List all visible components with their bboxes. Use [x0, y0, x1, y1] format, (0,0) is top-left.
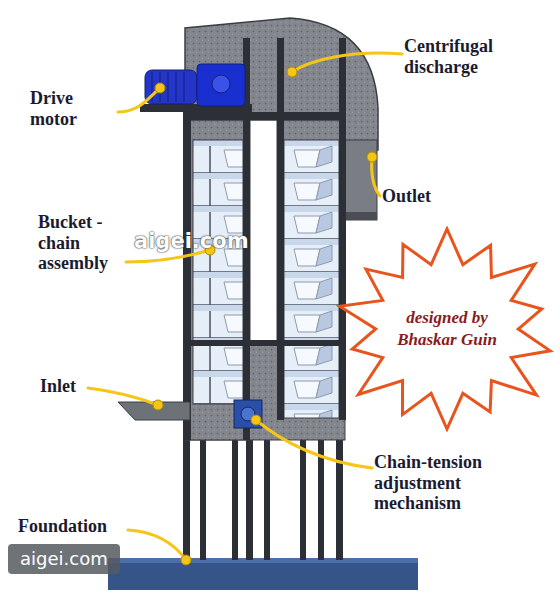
bucket-window — [284, 140, 339, 418]
starburst-shape — [340, 229, 551, 429]
starburst-outline — [336, 226, 558, 432]
plate-edge — [108, 558, 418, 563]
callout-label: Chain-tension adjustment mechanism — [374, 452, 514, 514]
callout-label: Foundation — [18, 516, 138, 537]
callout-label: Drive motor — [30, 88, 122, 129]
up-leg-casing — [185, 118, 250, 440]
callout-label: Outlet — [382, 186, 472, 207]
designer-credit: designed by Bhaskar Guin — [391, 307, 503, 351]
motor-body — [145, 70, 197, 104]
bucket-window — [193, 140, 243, 404]
watermark: aigei.com — [20, 548, 108, 569]
gearbox-shaft — [212, 75, 230, 93]
tension-unit — [234, 400, 262, 428]
gearbox — [197, 64, 245, 106]
callout-label: Bucket - chain assembly — [38, 212, 133, 274]
callout-label: Inlet — [40, 376, 120, 397]
callout-label: Centrifugal discharge — [404, 36, 534, 77]
foundation-plate — [108, 558, 418, 590]
leader-dots — [153, 67, 377, 565]
motor-ribs — [152, 72, 184, 102]
down-leg-casing — [277, 118, 345, 420]
outlet-lip — [345, 212, 377, 220]
starburst-note: designed by Bhaskar Guin — [336, 226, 558, 432]
watermark: aigei.com — [134, 229, 249, 253]
watermark-badge — [8, 544, 120, 574]
